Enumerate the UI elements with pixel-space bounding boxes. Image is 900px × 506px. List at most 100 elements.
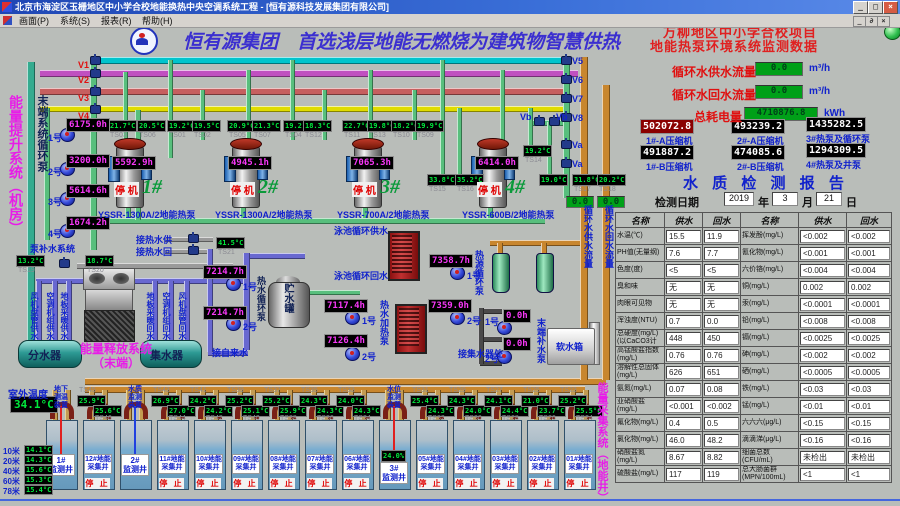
depth-temp-display: 14.1°C [24, 445, 54, 455]
param-value: 0.76 [704, 348, 739, 362]
param-name: 总大肠菌群(MPN/100mL) [740, 465, 799, 483]
pump-icon[interactable] [450, 266, 465, 280]
param-value-cell: <0.0025 [846, 329, 892, 347]
valve-label: Vb [556, 112, 568, 122]
sensor-tag: TS17 [574, 186, 591, 193]
param-value: 0.76 [666, 348, 701, 362]
valve-icon[interactable] [534, 115, 545, 126]
sensor-tag: TS37 [264, 387, 281, 394]
menu-item-2[interactable]: 报表(R) [101, 16, 132, 26]
param-name: 氟化物(mg/L) [615, 414, 665, 432]
well-label: 02#地能采集井 [528, 454, 556, 474]
sensor-tag: TS44 [169, 415, 186, 422]
valve-icon[interactable] [188, 244, 199, 255]
project-title: 万柳地区中小学合校项目 [663, 25, 818, 40]
param-value: 0.08 [704, 382, 739, 396]
pump-label: 2号 [485, 354, 500, 364]
flow-display: 0.0 [597, 196, 625, 208]
menu-item-0[interactable]: 画面(P) [19, 16, 49, 26]
param-value-cell: <0.0025 [798, 329, 847, 347]
valve-icon[interactable] [90, 103, 101, 114]
well-status: 停 止 [455, 478, 480, 489]
well-label: 07#地能采集井 [306, 454, 334, 474]
well-temp-display: 24.4°C [500, 405, 530, 417]
sensor-tag: TS18 [599, 186, 616, 193]
param-value-cell: 0.4 [664, 414, 703, 432]
menu-item-1[interactable]: 系统(S) [60, 16, 90, 26]
label-9: 贮水罐 [282, 283, 293, 313]
well-temp-display: 24.3°C [426, 405, 456, 417]
valve-icon[interactable] [561, 157, 572, 168]
energy-counter-label: 4#热泵及井泵 [806, 160, 862, 170]
well-device-label: 地下测温装置 [54, 386, 68, 409]
param-value-cell: <0.002 [798, 346, 847, 364]
energy-counter: 491887.2 [640, 145, 695, 160]
valve-icon[interactable] [561, 138, 572, 149]
date-day-input[interactable]: 21 [816, 192, 842, 206]
param-value: 0.002 [800, 280, 845, 294]
valve-icon[interactable] [188, 232, 199, 243]
valve-icon[interactable] [90, 67, 101, 78]
outdoor-temp-label: 室外温度 [8, 390, 48, 401]
label-27: 风机盘管回水 [178, 292, 187, 340]
param-value-cell: <0.03 [798, 380, 847, 398]
well-label: 3#监测井 [380, 462, 408, 484]
flow-value: 0.0 [755, 62, 803, 76]
param-value-cell: <0.002 [798, 227, 847, 245]
sensor-tag: TS34 [354, 415, 371, 422]
pump-icon[interactable] [226, 277, 241, 291]
pump-icon[interactable] [450, 311, 465, 325]
mdi-button-2[interactable]: × [877, 16, 890, 27]
pump-label: 4号 [48, 229, 63, 239]
label-6: 热源循环泵 [474, 250, 484, 295]
valve-icon[interactable] [561, 92, 572, 103]
valve-icon[interactable] [549, 115, 560, 126]
valve-icon[interactable] [561, 111, 572, 122]
valve-icon[interactable] [561, 54, 572, 65]
table-header: 名称 [615, 212, 665, 228]
pump-label: 1号 [362, 316, 377, 326]
param-value: <5 [704, 263, 739, 277]
param-value: 0.4 [666, 416, 701, 430]
valve-icon[interactable] [90, 54, 101, 65]
well-label: 01#地能采集井 [565, 454, 593, 474]
valve-icon[interactable] [59, 257, 70, 268]
param-value-cell: 无 [664, 295, 703, 313]
pump-label: 2号 [48, 167, 63, 177]
pump-icon[interactable] [345, 347, 360, 361]
param-name: 浑浊度(NTU) [615, 312, 665, 330]
maximize-button[interactable]: □ [868, 1, 883, 14]
pump-label: 1号 [48, 133, 63, 143]
pipe-40 [240, 205, 246, 218]
param-value: <0.01 [800, 399, 845, 413]
app-icon [2, 2, 12, 12]
pump-icon[interactable] [497, 321, 512, 335]
minimize-button[interactable]: _ [853, 1, 868, 14]
param-value-cell: 0.002 [798, 278, 847, 296]
valve-label: V6 [572, 75, 584, 85]
close-button[interactable]: × [883, 1, 898, 14]
valve-icon[interactable] [561, 73, 572, 84]
temp-display: 13.2°C [16, 255, 46, 267]
param-name: 细菌总数(CFU/mL) [740, 448, 799, 466]
date-year-input[interactable]: 2019 [724, 192, 754, 206]
label-2: 能量采集系统（地能井） [596, 382, 608, 503]
menu-item-3[interactable]: 帮助(H) [142, 16, 173, 26]
param-value: 119 [704, 467, 739, 481]
sensor-tag: TS28 [502, 415, 519, 422]
param-name: 铅(mg/L) [740, 312, 799, 330]
param-value: 651 [704, 365, 739, 379]
param-name: 高锰酸盐指数(mg/L) [615, 346, 665, 364]
pump-icon[interactable] [345, 311, 360, 325]
unit-status: 停 机 [114, 182, 139, 197]
depth-temp-display: 15.3°C [24, 475, 54, 485]
pump-icon[interactable] [226, 317, 241, 331]
param-value-cell: <0.0001 [798, 295, 847, 313]
param-value-cell: 8.82 [702, 448, 741, 466]
valve-icon[interactable] [90, 85, 101, 96]
well-collect: 10#地能采集井停 止 [193, 390, 227, 492]
date-month-input[interactable]: 3 [772, 192, 798, 206]
well-temp-display: 25.4°C [410, 395, 440, 407]
well-status: 停 止 [85, 478, 110, 489]
depth-label: 20米 [3, 457, 20, 466]
